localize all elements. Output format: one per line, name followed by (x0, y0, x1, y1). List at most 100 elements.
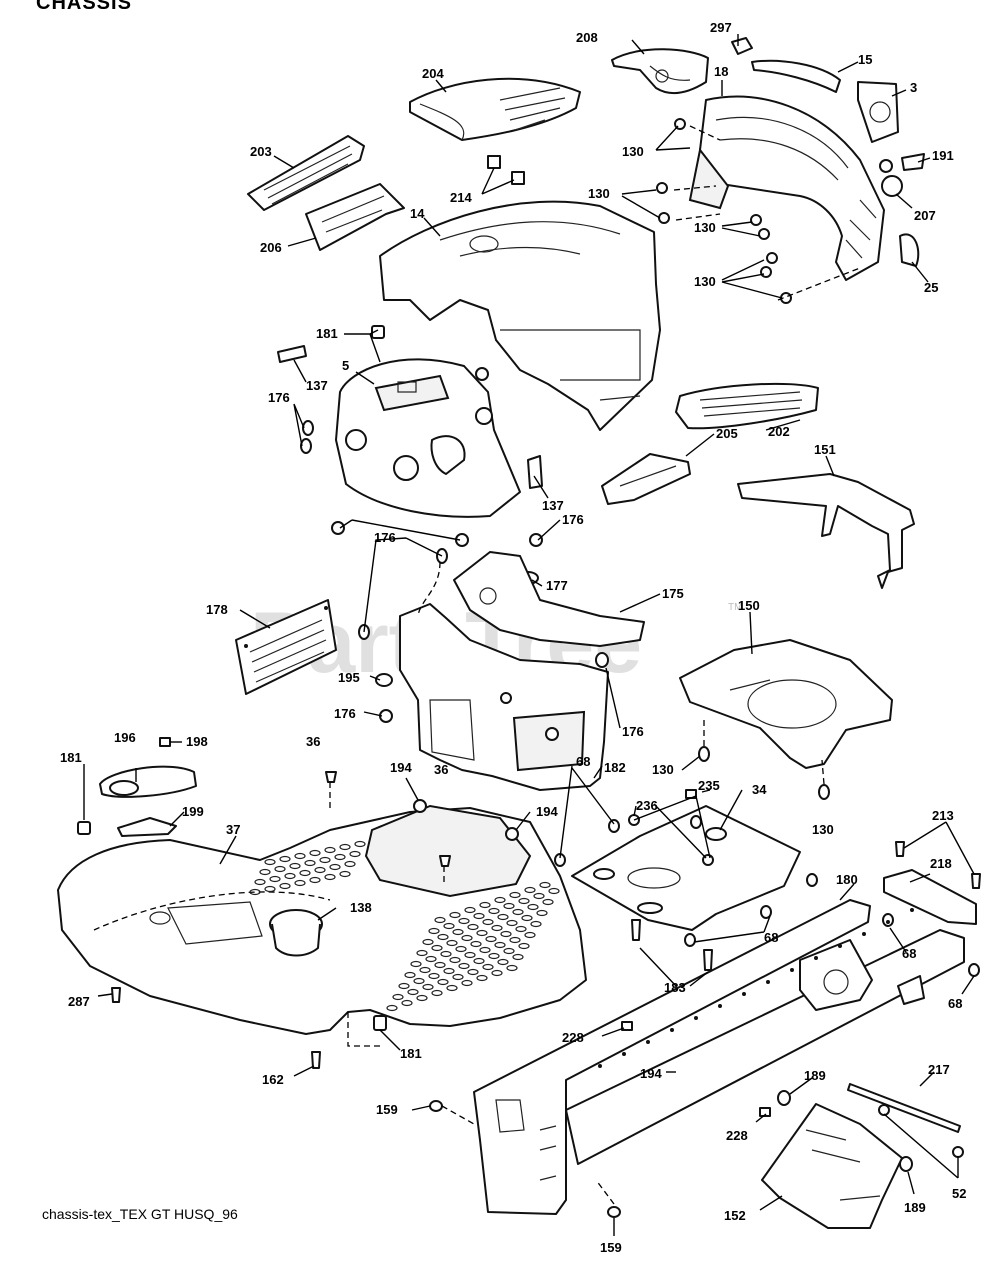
part-297-knob (731, 37, 753, 55)
vent-hole (434, 916, 446, 924)
callout-162: 162 (262, 1072, 284, 1087)
callout-159-a: 159 (376, 1102, 398, 1117)
callout-18: 18 (714, 64, 728, 79)
part-205-trim (601, 453, 691, 505)
callout-152: 152 (724, 1208, 746, 1223)
vent-hole (491, 969, 503, 977)
callout-194-c: 194 (640, 1066, 662, 1081)
callout-150: 150 (738, 598, 760, 613)
callout-175: 175 (662, 586, 684, 601)
vent-hole (419, 966, 431, 974)
vent-hole (440, 950, 452, 958)
fender-vent-holes (249, 840, 560, 1012)
part-208-upper-panel (611, 48, 709, 95)
part-202-grill (675, 382, 819, 430)
callout-180: 180 (836, 872, 858, 887)
frame-hole (742, 992, 746, 996)
callout-214: 214 (450, 190, 472, 205)
vent-hole (299, 869, 311, 877)
vent-hole (294, 852, 306, 860)
callout-196: 196 (114, 730, 136, 745)
vent-hole (324, 846, 336, 854)
callout-5: 5 (342, 358, 349, 373)
leader-lines (83, 34, 975, 1236)
frame-hole (718, 1004, 722, 1008)
vent-hole (500, 930, 512, 938)
vent-hole (503, 947, 515, 955)
vent-hole (452, 973, 464, 981)
vent-hole (521, 914, 533, 922)
vent-hole (428, 972, 440, 980)
vent-hole (491, 924, 503, 932)
vent-hole (274, 865, 286, 873)
vent-hole (437, 933, 449, 941)
vent-hole (503, 902, 515, 910)
vent-hole (458, 962, 470, 970)
vent-hole (434, 961, 446, 969)
callout-194-a: 194 (390, 760, 412, 775)
vent-hole (527, 903, 539, 911)
callout-130-h: 130 (812, 822, 834, 837)
vent-hole (488, 907, 500, 915)
vent-hole (428, 927, 440, 935)
vent-hole (443, 967, 455, 975)
vent-hole (536, 909, 548, 917)
callout-191: 191 (932, 148, 954, 163)
part-196-cupholder-cover (99, 765, 197, 798)
callout-287: 287 (68, 994, 90, 1009)
part-3-badge (857, 81, 899, 143)
diagram-header: CHASSIS (36, 0, 132, 14)
vent-hole (470, 940, 482, 948)
vent-hole (259, 868, 271, 876)
part-36-screws (325, 771, 451, 882)
callout-15: 15 (858, 52, 872, 67)
frame-holes (598, 908, 914, 1068)
vent-hole (458, 917, 470, 925)
callout-36-b: 36 (434, 762, 448, 777)
watermark-trademark: TM (728, 602, 742, 613)
part-191-light (901, 153, 925, 171)
vent-hole (344, 860, 356, 868)
frame-hole (910, 908, 914, 912)
part-176-bolts-left (300, 420, 543, 547)
callout-181-c: 181 (400, 1046, 422, 1061)
vent-hole (431, 989, 443, 997)
part-206-bracket (305, 183, 405, 251)
part-214-clips (487, 155, 525, 185)
callout-198: 198 (186, 734, 208, 749)
callout-34: 34 (752, 782, 767, 797)
callout-213: 213 (932, 808, 954, 823)
vent-hole (386, 1004, 398, 1012)
callout-68-b: 68 (764, 930, 778, 945)
part-151-bracket (737, 473, 915, 589)
vent-hole (279, 882, 291, 890)
part-180-frame (473, 899, 965, 1215)
vent-hole (309, 849, 321, 857)
vent-hole (339, 843, 351, 851)
vent-hole (512, 953, 524, 961)
part-228-clips (621, 1021, 771, 1117)
vent-hole (249, 888, 261, 896)
vent-hole (452, 928, 464, 936)
callout-181-a: 181 (316, 326, 338, 341)
callout-176-d: 176 (334, 706, 356, 721)
diagram-caption: chassis-tex_TEX GT HUSQ_96 (42, 1206, 238, 1222)
frame-hole (646, 1040, 650, 1044)
part-137-clip-lower (527, 455, 543, 489)
frame-hole (886, 920, 890, 924)
part-199-plate (117, 817, 177, 837)
vent-hole (446, 939, 458, 947)
callout-151: 151 (814, 442, 836, 457)
vent-hole (410, 960, 422, 968)
vent-hole (494, 941, 506, 949)
callout-labels: 297 208 15 18 3 204 203 214 130 130 130 … (60, 20, 966, 1255)
vent-hole (482, 963, 494, 971)
vent-hole (289, 862, 301, 870)
callout-137-b: 137 (542, 498, 564, 513)
part-5-dash (335, 358, 521, 518)
vent-hole (392, 993, 404, 1001)
vent-hole (455, 945, 467, 953)
callout-206: 206 (260, 240, 282, 255)
vent-hole (494, 896, 506, 904)
part-25-trim (899, 233, 920, 267)
